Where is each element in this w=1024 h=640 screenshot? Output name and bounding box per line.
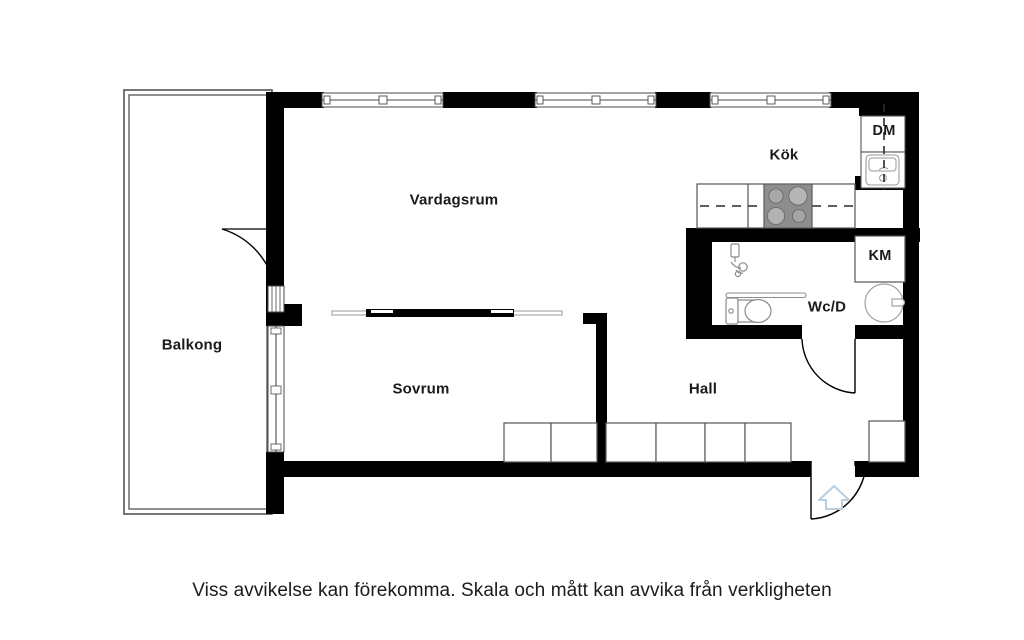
entry-door [810, 461, 867, 520]
window-top-3 [709, 92, 832, 108]
kitchen-sink [860, 151, 906, 189]
room-label-kok: Kök [769, 146, 799, 164]
window-top-1 [321, 92, 444, 108]
stove-four-burner [763, 183, 813, 229]
entry-arrow-icon [817, 484, 851, 511]
shower-mixer [730, 243, 748, 278]
balcony-door-glazing [267, 285, 285, 313]
disclaimer-caption: Viss avvikelse kan förekomma. Skala och … [192, 580, 832, 601]
structural-walls [266, 92, 920, 514]
window-top-2 [534, 92, 657, 108]
room-label-vardagsrum: Vardagsrum [409, 191, 499, 209]
sliding-partition [331, 309, 563, 317]
room-label-balkong: Balkong [161, 336, 223, 354]
appliance-label-dm: DM [872, 123, 896, 139]
room-label-hall: Hall [688, 380, 718, 398]
wc-door [801, 338, 856, 394]
room-label-sovrum: Sovrum [392, 380, 450, 398]
appliance-label-km: KM [868, 248, 892, 264]
wash-basin [864, 283, 906, 323]
washing-machine-box [854, 235, 906, 283]
hall-closet [868, 420, 906, 463]
balcony-window [267, 325, 285, 453]
room-label-wcd: Wc/D [807, 298, 847, 316]
dishwasher-box [860, 115, 906, 153]
balcony-outline [123, 89, 273, 515]
towel-rail [725, 292, 807, 299]
toilet [725, 297, 772, 325]
wardrobe-run [503, 422, 792, 463]
